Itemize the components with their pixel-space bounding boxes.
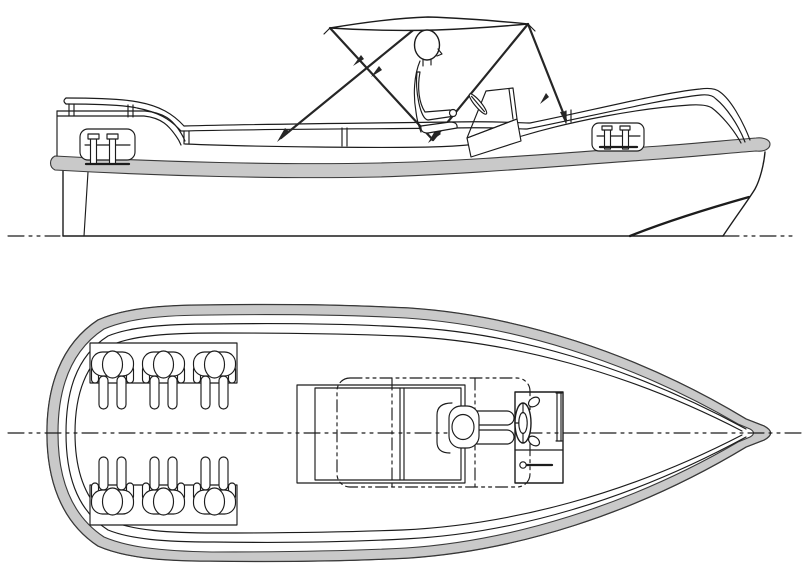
helmsman-head-plan bbox=[451, 413, 475, 441]
strut-fitting bbox=[428, 129, 441, 143]
stern-rail bbox=[63, 97, 185, 132]
throttle-lever bbox=[519, 461, 554, 469]
strut-fitting bbox=[560, 111, 566, 124]
bimini-canopy bbox=[323, 16, 536, 35]
sun-deck bbox=[296, 384, 466, 484]
console-side bbox=[466, 118, 522, 158]
strut-fitting bbox=[540, 93, 549, 104]
helmsman-plan bbox=[448, 405, 515, 449]
strut-fitting bbox=[277, 128, 290, 142]
helmsman-side bbox=[413, 29, 458, 134]
stern-cleat bbox=[79, 128, 136, 166]
helmsman-thigh bbox=[420, 121, 458, 134]
helm-seat-back bbox=[436, 402, 453, 454]
helm-console bbox=[514, 391, 564, 484]
bimini-struts bbox=[277, 16, 568, 143]
steering-wheel-side bbox=[468, 93, 488, 115]
deck-plan-view bbox=[7, 303, 803, 563]
strut-fitting bbox=[371, 66, 382, 77]
instrument-dial bbox=[527, 435, 541, 447]
hull-side bbox=[63, 151, 765, 236]
instrument-dial bbox=[527, 396, 541, 408]
chine-line bbox=[628, 195, 751, 238]
bow-cleat bbox=[591, 122, 645, 152]
side-elevation-view bbox=[7, 16, 795, 238]
steering-wheel-plan bbox=[514, 402, 532, 444]
transom-inner-line bbox=[83, 171, 89, 237]
helmsman-hand bbox=[448, 108, 458, 118]
stem-profile bbox=[722, 151, 766, 237]
gunwale-rails bbox=[180, 87, 751, 148]
strut-fitting bbox=[353, 55, 364, 66]
rub-rail-side bbox=[49, 137, 771, 179]
windscreen-plan bbox=[555, 392, 563, 442]
helmsman-head bbox=[413, 29, 441, 61]
